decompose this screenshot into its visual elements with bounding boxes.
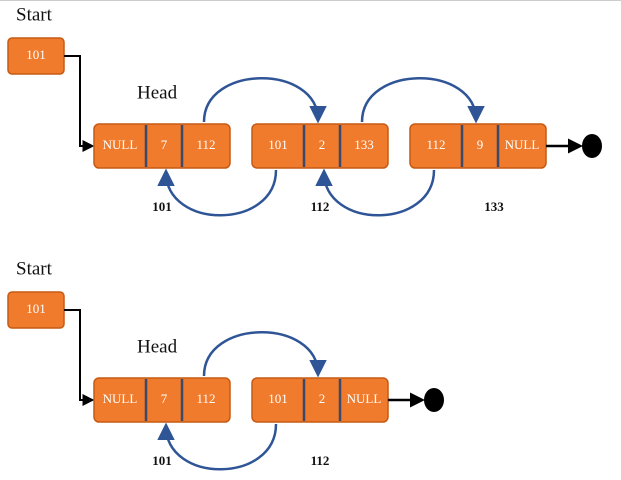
next-link-arrow	[360, 77, 485, 124]
node-data-value: 7	[161, 391, 168, 406]
node-data-value: 2	[319, 391, 326, 406]
node-address-label: 133	[484, 199, 504, 214]
start-connector-line	[64, 55, 95, 152]
list-node	[93, 123, 231, 169]
node-prev-pointer: 101	[268, 137, 288, 152]
node-next-pointer: 112	[196, 391, 215, 406]
list-node	[251, 123, 389, 169]
node-data-value: 9	[477, 137, 484, 152]
next-link-arrow	[202, 331, 327, 378]
node-prev-pointer: NULL	[103, 391, 138, 406]
node-next-pointer: 133	[354, 137, 374, 152]
node-prev-pointer: 101	[268, 391, 288, 406]
start-label: Start	[16, 258, 53, 279]
start-label: Start	[16, 4, 53, 25]
node-address-label: 101	[152, 199, 172, 214]
node-address-label: 101	[152, 453, 172, 468]
node-next-pointer: NULL	[347, 391, 382, 406]
null-terminator-ball	[582, 134, 602, 158]
start-connector-line	[64, 309, 95, 406]
node-data-value: 2	[319, 137, 326, 152]
node-next-pointer: NULL	[505, 137, 540, 152]
prev-link-arrow	[157, 422, 278, 471]
node-next-pointer: 112	[196, 137, 215, 152]
node-prev-pointer: 112	[426, 137, 445, 152]
node-prev-pointer: NULL	[103, 137, 138, 152]
prev-link-arrow	[157, 168, 278, 217]
next-link-arrow	[202, 77, 327, 124]
head-label: Head	[137, 336, 178, 357]
start-pointer-value: 101	[26, 47, 46, 62]
node-address-label: 112	[311, 453, 330, 468]
list-node	[93, 377, 231, 423]
start-pointer-value: 101	[26, 301, 46, 316]
node-data-value: 7	[161, 137, 168, 152]
node-address-label: 112	[311, 199, 330, 214]
head-label: Head	[137, 82, 178, 103]
prev-link-arrow	[315, 168, 436, 217]
null-terminator-ball	[424, 388, 444, 412]
